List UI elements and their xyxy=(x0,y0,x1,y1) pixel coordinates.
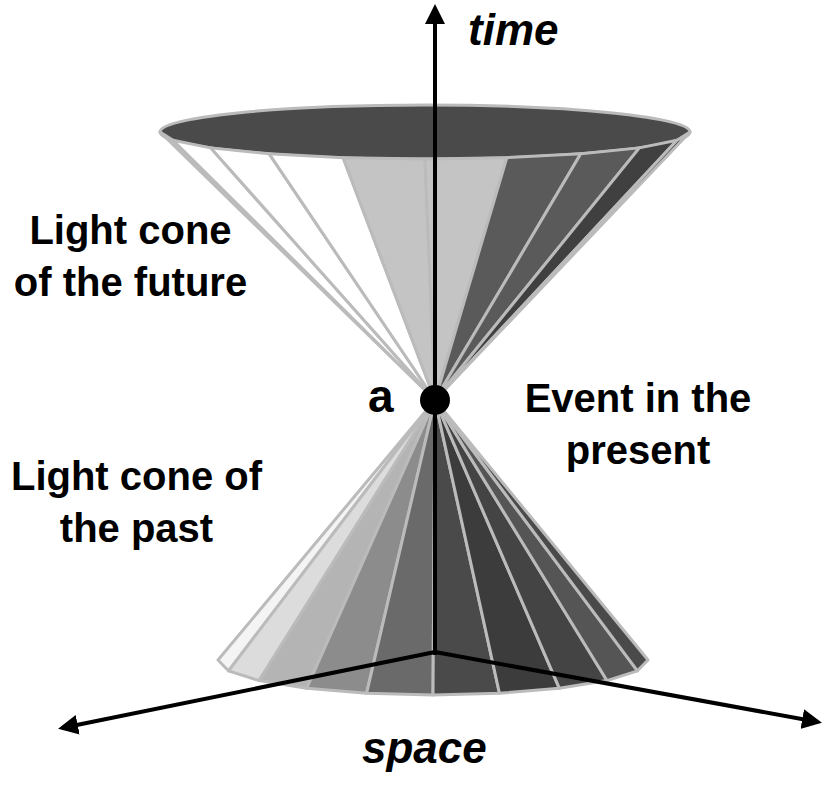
future-cone xyxy=(160,105,690,400)
axis-label: time xyxy=(468,4,608,56)
time-axis xyxy=(433,8,437,655)
event-dot xyxy=(420,385,450,415)
cone-label: Light cone of the past xyxy=(4,450,269,554)
space-axis xyxy=(435,652,818,722)
event-label: a xyxy=(368,370,408,422)
cone-facet xyxy=(269,154,435,400)
cone-label: Light cone of the future xyxy=(8,204,253,308)
cone-facet xyxy=(343,158,435,400)
event-caption: Event in the present xyxy=(488,372,788,476)
cone-facet xyxy=(367,400,435,695)
axis-label: space xyxy=(362,722,532,774)
space-axis xyxy=(62,652,435,728)
cone-facet xyxy=(435,132,690,400)
